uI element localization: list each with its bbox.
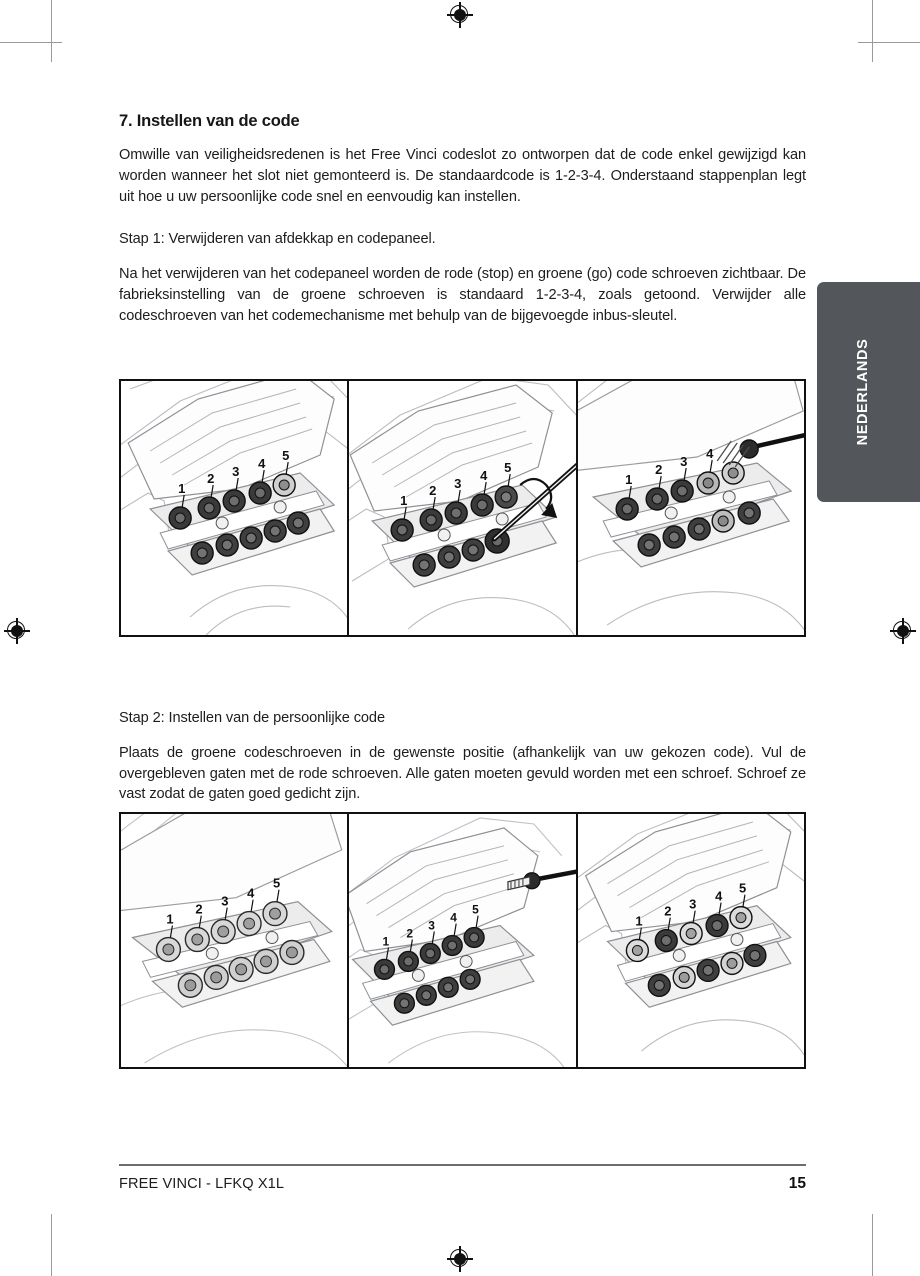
registration-dot [454,9,466,21]
registration-ring [7,621,25,639]
screw-number-label: 4 [715,889,723,904]
screw-number-label: 1 [625,472,632,487]
withdrawn-screw-icon [716,432,804,468]
figure-panel-lock-body-code-screws-default: 1 2 3 4 5 [121,381,348,635]
crop-mark-bottom-left-vertical [51,1214,52,1276]
footer-page-number: 15 [788,1174,806,1192]
page-title: 7. Instellen van de code [119,112,300,130]
screw-number-label: 1 [178,481,185,496]
screw-number-label: 4 [451,911,458,925]
registration-ring [450,5,468,23]
registration-target-top [447,2,473,28]
step1-figure-strip: 1 2 3 4 5 [119,379,806,637]
screw-number-label: 3 [454,476,461,491]
screw-number-label: 1 [166,912,173,927]
crop-mark-top-right-horizontal [858,42,920,43]
incoming-screw-icon [507,869,576,891]
screw-number-label: 4 [258,456,266,471]
screw-number-label: 2 [195,902,202,917]
screw-number-label: 5 [739,881,746,896]
screw-number-label: 1 [383,934,390,948]
screw-number-label: 3 [232,464,239,479]
registration-dot [897,625,909,637]
screw-number-label: 5 [472,903,479,917]
page-footer: FREE VINCI - LFKQ X1L 15 [119,1164,806,1193]
screw-number-label: 5 [273,876,280,891]
screw-number-label: 3 [221,894,228,909]
crop-mark-top-right-vertical [872,0,873,62]
registration-ring [893,621,911,639]
step2-paragraph: Plaats de groene codeschroeven in de gew… [119,744,806,803]
step2-content: Stap 2: Instellen van de persoonlijke co… [119,708,806,821]
registration-dot [454,1253,466,1265]
screw-number-label: 1 [635,914,642,929]
screw-number-label: 5 [504,460,511,475]
screw-number-label: 2 [207,471,214,486]
registration-ring [450,1249,468,1267]
page-content: 7. Instellen van de code Omwille van vei… [119,112,806,343]
screw-number-label: 4 [706,446,714,461]
figure-panel-screw-being-inserted: 1 2 3 4 5 [347,814,576,1067]
registration-target-right [890,618,916,644]
language-tab-label: NEDERLANDS [855,338,871,446]
step1-label: Stap 1: Verwijderen van afdekkap en code… [119,231,436,248]
footer-divider [119,1164,806,1166]
figure-panel-all-screws-seated: 1 2 3 4 5 [121,814,348,1067]
screw-number-label: 3 [680,454,687,469]
crop-mark-top-left-vertical [51,0,52,62]
language-tab-nederlands: NEDERLANDS [817,282,920,502]
registration-target-left [4,618,30,644]
step1-paragraph: Na het verwijderen van het codepaneel wo… [119,266,806,324]
figure-panel-screw-withdrawn: 1 2 3 4 [575,381,804,635]
allen-key-icon [491,463,576,542]
screw-number-label: 2 [655,462,662,477]
rotation-arrowhead-icon [541,503,558,518]
registration-target-bottom [447,1246,473,1272]
screw-number-label: 4 [480,468,488,483]
crop-mark-top-left-horizontal [0,42,62,43]
section-intro-paragraph: Omwille van veiligheidsredenen is het Fr… [119,147,806,205]
step2-label: Stap 2: Instellen van de persoonlijke co… [119,710,385,726]
screw-number-label: 3 [689,897,696,912]
figure-panel-code-screws-final: 1 2 3 4 5 [575,814,804,1067]
figure-panel-allen-key-removing-screw: 1 2 3 4 5 [347,381,576,635]
screw-number-label: 5 [282,448,289,463]
screw-number-label: 2 [664,904,671,919]
screw-number-label: 2 [429,483,436,498]
screw-number-label: 3 [429,919,436,933]
registration-dot [11,625,23,637]
screw-number-label: 4 [247,886,255,901]
footer-document-id: FREE VINCI - LFKQ X1L [119,1175,285,1192]
screw-number-label: 1 [400,493,407,508]
screw-number-label: 2 [407,927,414,941]
step2-figure-strip: 1 2 3 4 5 [119,812,806,1069]
crop-mark-bottom-right-vertical [872,1214,873,1276]
rotation-arrow-icon [519,477,553,510]
